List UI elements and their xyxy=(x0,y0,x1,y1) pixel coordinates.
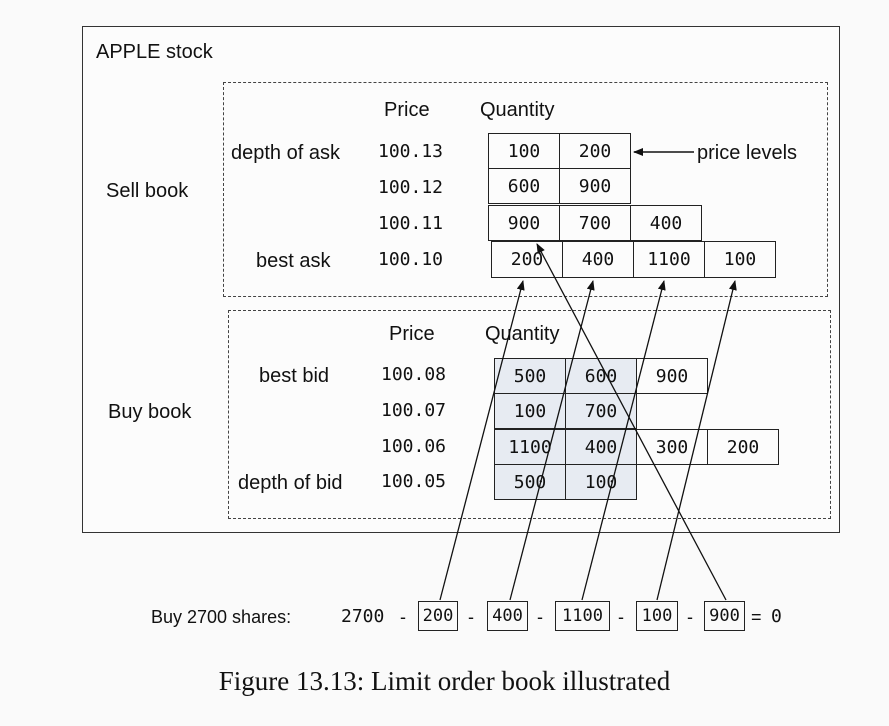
buy-book-label: Buy book xyxy=(108,401,192,423)
equals-sign: = xyxy=(751,607,762,627)
panel-title: APPLE stock xyxy=(96,41,213,63)
buy-quantity-cell: 900 xyxy=(636,358,708,394)
sell-book-region xyxy=(223,82,828,297)
buy-quantity-cell: 200 xyxy=(707,429,779,465)
equation-result: 0 xyxy=(771,606,782,627)
fill-arrow-900 xyxy=(536,243,727,601)
equation-term-box: 100 xyxy=(636,601,678,631)
buy-price: 100.06 xyxy=(381,436,447,457)
buy-book-region xyxy=(228,310,831,519)
equation-term-box: 1100 xyxy=(555,601,610,631)
buy-quantity-cell: 500 xyxy=(494,464,566,500)
sell-book-label: Sell book xyxy=(106,180,189,202)
minus-sign: - xyxy=(400,607,406,627)
figure-caption: Figure 13.13: Limit order book illustrat… xyxy=(218,666,671,696)
apple-stock-panel xyxy=(82,26,840,533)
buy-quantity-cell: 600 xyxy=(565,358,637,394)
equation-label: Buy 2700 shares: xyxy=(151,607,292,627)
minus-sign: - xyxy=(468,607,474,627)
sell-row-label-best-ask: best ask xyxy=(256,250,331,272)
buy-row-label-best-bid: best bid xyxy=(259,365,330,387)
fill-arrow-100 xyxy=(656,280,737,601)
buy-row-label-depth-of-bid: depth of bid xyxy=(238,472,343,494)
minus-sign: - xyxy=(537,607,543,627)
buy-quantity-cell: 1100 xyxy=(494,429,566,465)
sell-price-header: Price xyxy=(384,99,430,121)
fill-arrow-200 xyxy=(439,280,525,601)
sell-price: 100.10 xyxy=(378,249,444,270)
minus-sign: - xyxy=(687,607,693,627)
price-levels-annotation: price levels xyxy=(697,142,798,164)
buy-quantity-header: Quantity xyxy=(485,323,560,345)
sell-quantity-cell: 900 xyxy=(559,168,631,204)
fill-arrow-1100 xyxy=(581,280,666,601)
equation-term-box: 400 xyxy=(487,601,528,631)
sell-quantity-cell: 400 xyxy=(630,205,702,241)
equation-start: 2700 xyxy=(341,606,385,627)
sell-row-label-depth-of-ask: depth of ask xyxy=(231,142,340,164)
buy-price: 100.05 xyxy=(381,471,447,492)
buy-quantity-cell: 100 xyxy=(565,464,637,500)
equation-term-box: 200 xyxy=(418,601,458,631)
minus-sign: - xyxy=(618,607,624,627)
sell-price: 100.12 xyxy=(378,177,444,198)
sell-quantity-header: Quantity xyxy=(480,99,555,121)
equation-term-box: 900 xyxy=(704,601,745,631)
sell-quantity-cell: 100 xyxy=(704,241,776,278)
buy-price: 100.08 xyxy=(381,364,447,385)
sell-price: 100.13 xyxy=(378,141,444,162)
buy-price: 100.07 xyxy=(381,400,447,421)
buy-price-header: Price xyxy=(389,323,435,345)
fill-arrow-400 xyxy=(509,280,595,601)
sell-price: 100.11 xyxy=(378,213,444,234)
